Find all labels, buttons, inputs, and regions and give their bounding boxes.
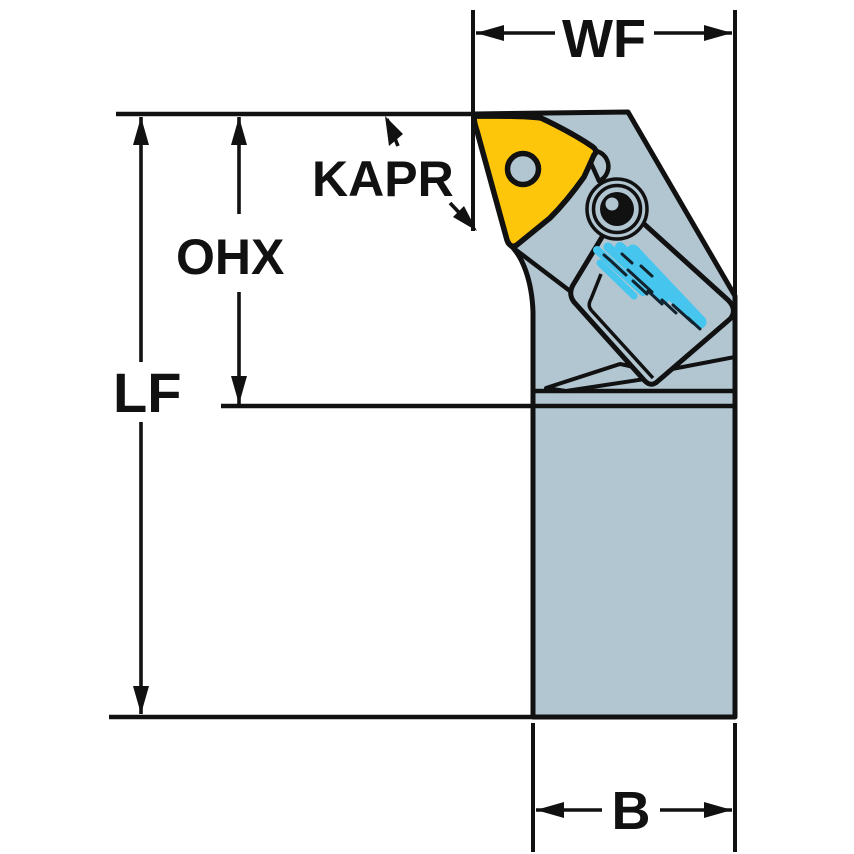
kapr-label: KAPR (312, 151, 454, 207)
clamp-step-line-short (587, 273, 603, 313)
coolant-streak-dashes (602, 252, 702, 331)
kapr-arrow-upper (385, 116, 403, 146)
kapr-arrow-lower (453, 206, 477, 231)
dimension-kapr: KAPR (312, 116, 477, 231)
insert-seat-line (510, 245, 572, 293)
dimension-wf: WF (476, 9, 732, 69)
lf-arrow-top (133, 117, 149, 145)
tool-holder-illustration (471, 109, 738, 720)
dimension-lf: LF (113, 117, 181, 714)
clamp-step-line-long (590, 309, 655, 380)
ohx-arrow-bottom (231, 376, 247, 404)
ohx-arrow-top (231, 117, 247, 145)
clamp-assembly (510, 201, 735, 393)
lf-label: LF (113, 361, 181, 424)
clamp-screw-icon (585, 177, 649, 241)
wf-arrow-left (476, 25, 504, 41)
dimension-b: B (536, 781, 732, 841)
ohx-label: OHX (176, 229, 284, 285)
wf-label: WF (562, 9, 646, 69)
insert-hole (504, 150, 542, 188)
wf-arrow-right (704, 25, 732, 41)
b-arrow-left (536, 802, 564, 818)
dimension-ohx: OHX (176, 117, 284, 404)
b-arrow-right (704, 802, 732, 818)
b-label: B (612, 781, 651, 841)
lf-arrow-bottom (133, 686, 149, 714)
dimension-annotations: WF KAPR OHX LF (109, 9, 737, 852)
